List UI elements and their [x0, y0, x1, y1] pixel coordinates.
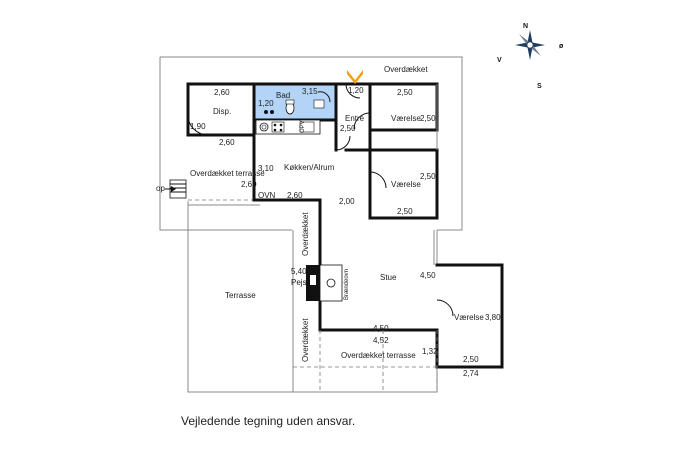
disp-door	[187, 114, 209, 136]
label-ovn: OVN	[258, 191, 276, 200]
dim-2-50-v3: 2,50	[463, 355, 479, 364]
label-kokken: Køkken/Alrum	[284, 163, 335, 172]
label-op: op	[156, 184, 165, 193]
dim-2-50-v2-side: 2,50	[420, 172, 436, 181]
disclaimer-text: Vejledende tegning uden ansvar.	[181, 414, 355, 428]
dim-2-60-side: 2,60	[241, 180, 257, 189]
label-pejs: Pejs	[291, 278, 307, 287]
dim-1-20-entre: 1,20	[348, 86, 364, 95]
dim-3-80: 3,80	[485, 313, 501, 322]
dim-4-50-side: 4,50	[420, 271, 436, 280]
dim-5-40: 5,40	[291, 267, 307, 276]
label-terrasse: Terrasse	[225, 291, 256, 300]
dim-2-50-v2-bottom: 2,50	[397, 207, 413, 216]
overhang-outline	[159, 56, 463, 231]
dim-4-50-bottom: 4,50	[373, 324, 389, 333]
label-overdaekket-vert2: Overdækket	[301, 318, 310, 362]
vaerelse1-door	[353, 112, 371, 130]
label-braendeovn: Brændeovn	[344, 269, 350, 300]
main-walls	[252, 82, 439, 332]
dim-2-60-lower: 2,60	[219, 138, 235, 147]
dim-2-50-v1-top: 2,50	[397, 88, 413, 97]
label-stue: Stue	[380, 273, 397, 282]
dim-2-00: 2,00	[339, 197, 355, 206]
label-overdaekket-terrasse-left: Overdækket terrasse	[190, 169, 265, 178]
bottom-terrace-dashes	[293, 330, 438, 392]
dim-2-50-v1-side: 2,50	[420, 114, 436, 123]
entrance-arrow-icon	[347, 70, 363, 84]
dim-1-32: 1,32	[422, 347, 438, 356]
dim-2-74: 2,74	[463, 369, 479, 378]
dim-4-52: 4,52	[373, 336, 389, 345]
label-vaerelse3: Værelse	[454, 313, 484, 322]
dim-2-60-ovn: 2,60	[287, 191, 303, 200]
dim-1-90: 1,90	[190, 122, 206, 131]
compass-w: V	[497, 57, 502, 64]
staircase-icon	[165, 179, 187, 199]
vaerelse2-door	[369, 171, 387, 189]
label-opv: OPV	[300, 120, 306, 133]
label-vaerelse2: Værelse	[391, 180, 421, 189]
dim-2-50-entre: 2,50	[340, 124, 356, 133]
dim-2-60-disp: 2,60	[214, 88, 230, 97]
dim-1-20-bad: 1,20	[258, 99, 274, 108]
label-entre: Entré	[345, 114, 365, 123]
label-overdaekket-vert1: Overdækket	[301, 212, 310, 256]
wood-stove-icon	[319, 264, 343, 302]
vaerelse3-door	[436, 299, 454, 317]
compass-s: S	[537, 83, 542, 90]
entre-door	[345, 83, 361, 99]
dim-3-15: 3,15	[302, 87, 318, 96]
compass-n: N	[523, 23, 528, 30]
terrasse-outline	[187, 204, 293, 393]
label-vaerelse1: Værelse	[391, 114, 421, 123]
dim-3-10: 3,10	[258, 164, 274, 173]
label-bad: Bad	[276, 91, 290, 100]
stove-icon	[259, 121, 315, 133]
compass-icon: N ø S V	[497, 23, 564, 90]
label-overdaekket-terrasse-bottom: Overdækket terrasse	[341, 351, 416, 360]
bottom-terrace-outline	[292, 230, 438, 393]
compass-e: ø	[559, 43, 564, 50]
label-overdaekket-top: Overdækket	[384, 65, 428, 74]
label-disp: Disp.	[213, 107, 231, 116]
bathroom-fixtures-icon	[264, 91, 331, 115]
kitchen-door	[335, 135, 351, 151]
